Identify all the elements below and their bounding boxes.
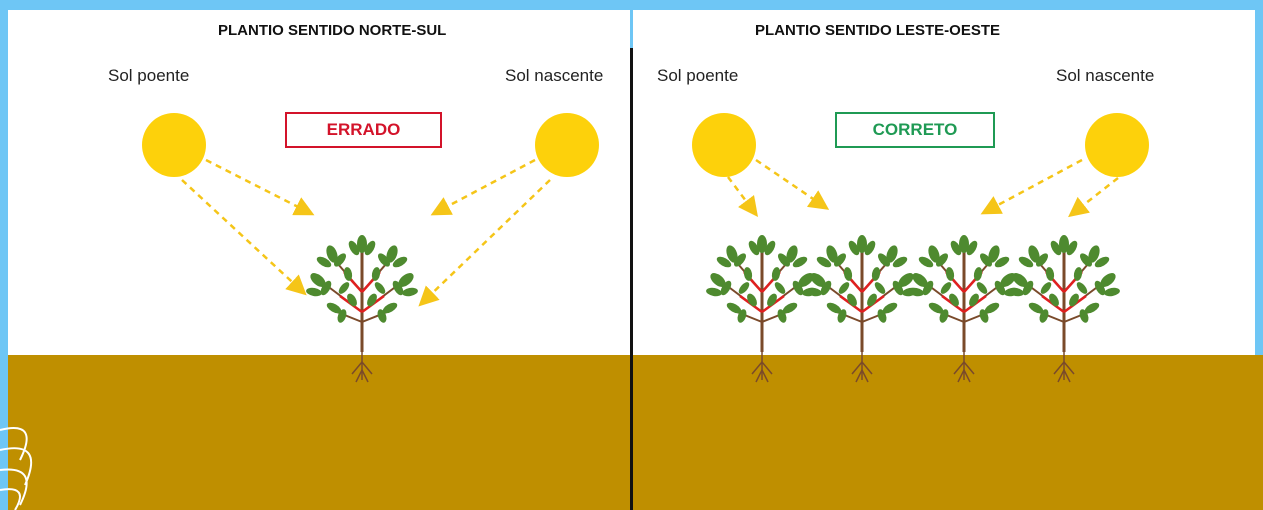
right-plant-4: [1005, 233, 1123, 384]
right-plant-3: [905, 233, 1023, 384]
right-sun-east-label: Sol nascente: [1056, 66, 1155, 85]
right-sun-rays: [727, 158, 1119, 218]
left-panel-title: PLANTIO SENTIDO NORTE-SUL: [218, 22, 447, 39]
right-sun-east-icon: [1085, 113, 1149, 177]
panel-divider: [630, 48, 633, 510]
left-sun-east-label: Sol nascente: [505, 66, 604, 85]
right-plant-2: [803, 233, 921, 384]
decorative-swirl-icon: [0, 427, 33, 510]
left-ground: [8, 355, 630, 510]
left-sun-rays: [181, 158, 551, 307]
verdict-wrong-badge: ERRADO: [285, 112, 442, 148]
left-sun-west-label: Sol poente: [108, 66, 190, 85]
right-ground: [633, 355, 1263, 510]
left-plant: [303, 233, 421, 384]
left-sun-west-icon: [142, 113, 206, 177]
right-sun-west-icon: [692, 113, 756, 177]
right-panel-title: PLANTIO SENTIDO LESTE-OESTE: [755, 22, 1001, 39]
left-sun-east-icon: [535, 113, 599, 177]
right-plant-1: [703, 233, 821, 384]
verdict-correct-badge: CORRETO: [835, 112, 995, 148]
right-sun-west-label: Sol poente: [657, 66, 739, 85]
left-panel-sky: [8, 10, 630, 355]
